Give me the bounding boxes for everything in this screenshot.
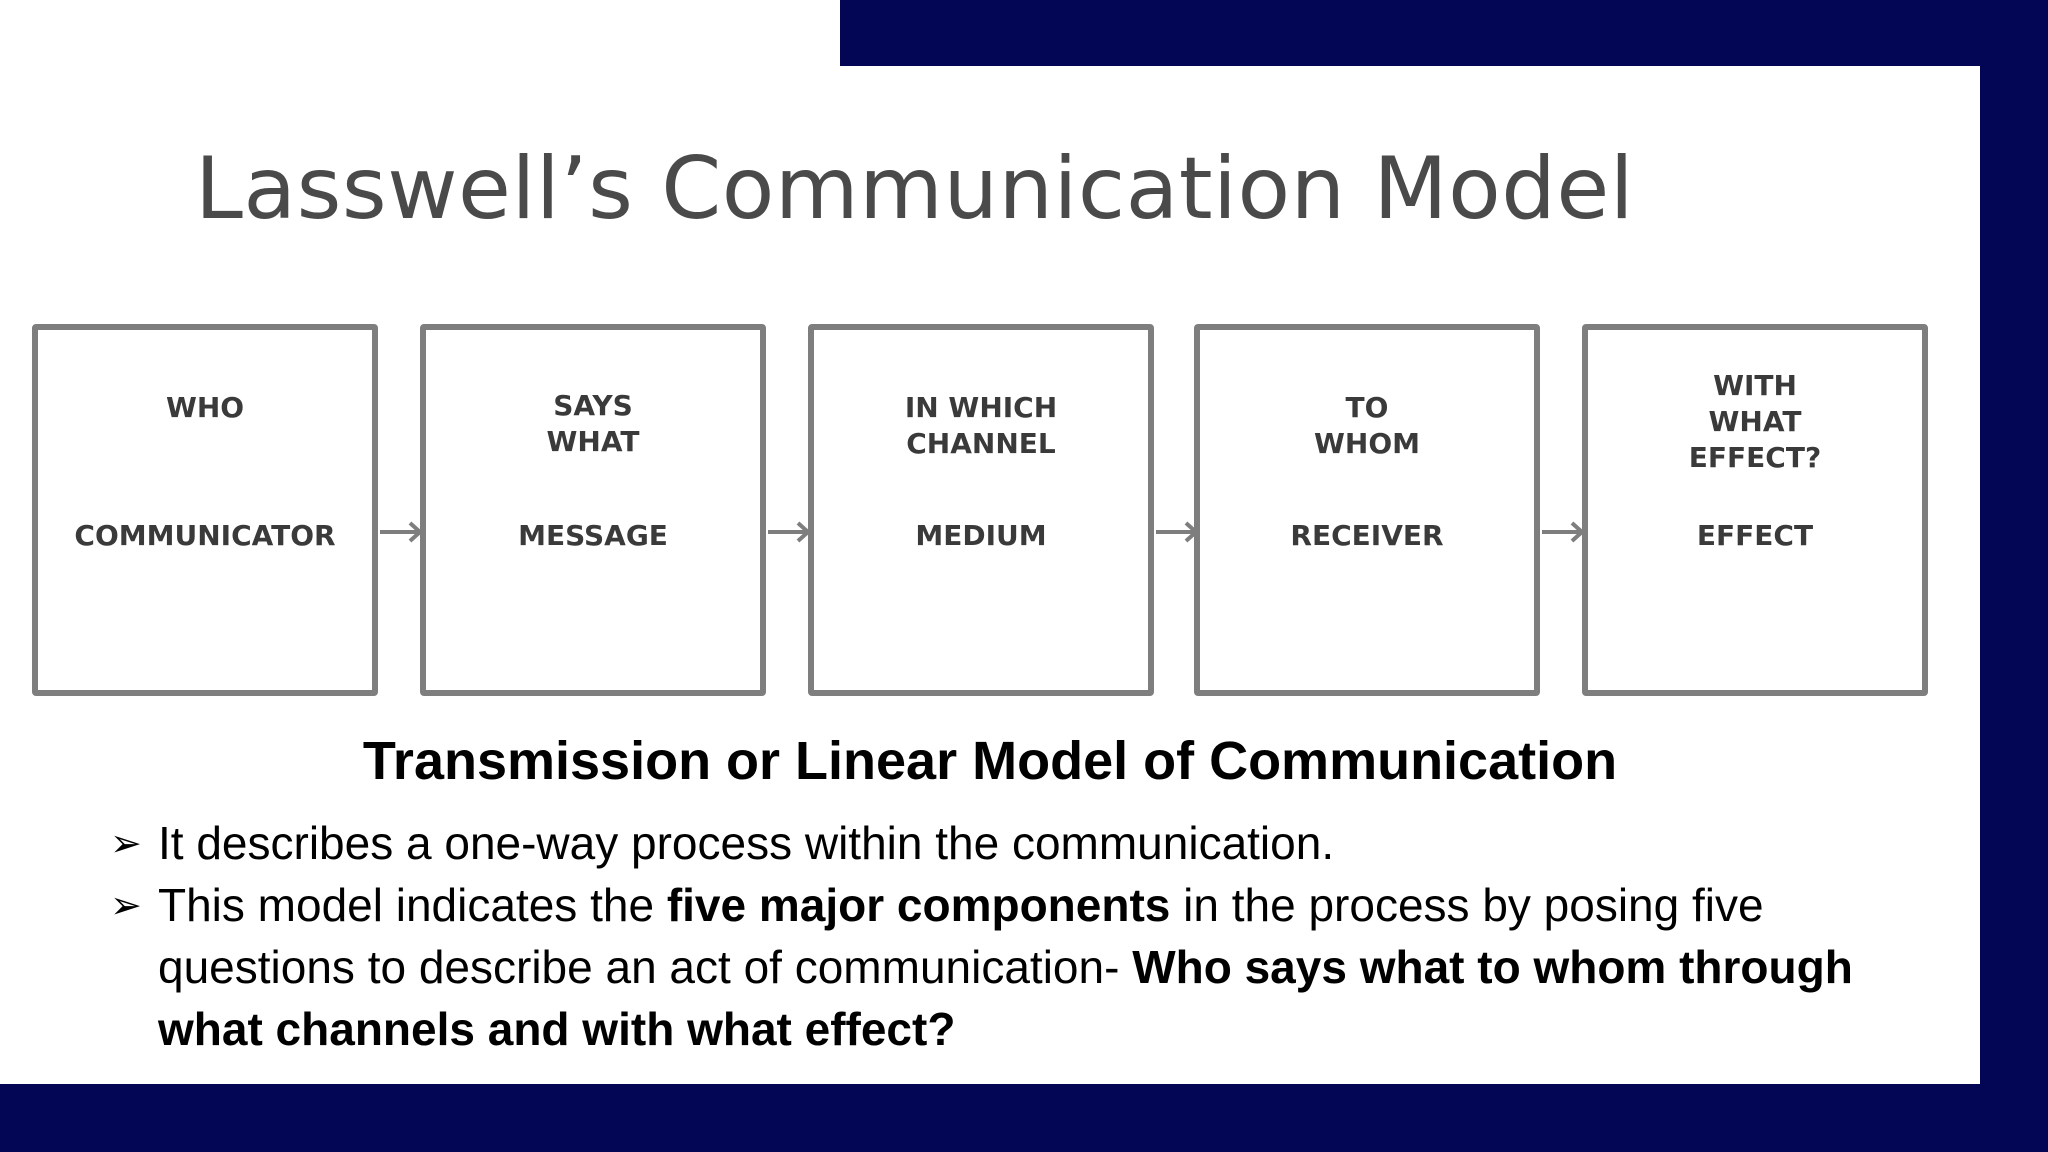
bullet-list: ➢ It describes a one-way process within … (110, 812, 1890, 1060)
box-receiver: TO WHOM RECEIVER (1194, 324, 1540, 696)
box-role: COMMUNICATOR (74, 519, 336, 552)
bullet-text: It describes a one-way process within th… (158, 817, 1335, 869)
box-role: MESSAGE (518, 519, 668, 552)
bullet-text: in the process by posing five questions … (158, 879, 1764, 993)
box-medium: IN WHICH CHANNEL MEDIUM (808, 324, 1154, 696)
arrow-bullet-icon: ➢ (110, 883, 142, 927)
box-role: EFFECT (1696, 519, 1814, 552)
box-message: SAYS WHAT MESSAGE (420, 324, 766, 696)
box-question: WHO (165, 391, 245, 424)
box-question: IN WHICH CHANNEL (904, 391, 1058, 460)
arrow-right-icon (380, 521, 423, 543)
box-communicator: WHO COMMUNICATOR (32, 324, 378, 696)
arrow-right-icon (768, 521, 811, 543)
box-role: MEDIUM (915, 519, 1047, 552)
arrow-bullet-icon: ➢ (110, 821, 142, 865)
bullet-bold-text: five major components (666, 879, 1171, 931)
bullet-text: This model indicates the (158, 879, 667, 931)
arrow-right-icon (1542, 521, 1585, 543)
right-frame-band (1980, 0, 2048, 1152)
box-effect: WITH WHAT EFFECT? EFFECT (1582, 324, 1928, 696)
bullet-item: ➢ This model indicates the five major co… (110, 874, 1890, 1060)
bottom-frame-band (0, 1084, 2048, 1152)
bullet-item: ➢ It describes a one-way process within … (110, 812, 1890, 874)
bullet-bold-text: Who says what to whom through what chann… (158, 941, 1853, 1055)
diagram-caption: Transmission or Linear Model of Communic… (362, 731, 1618, 791)
top-frame-band (840, 0, 2048, 66)
slide-title: Lasswell’s Communication Model (195, 139, 1635, 239)
box-role: RECEIVER (1290, 519, 1444, 552)
box-question: TO WHOM (1314, 391, 1420, 460)
box-question: WITH WHAT EFFECT? (1688, 369, 1822, 474)
box-question: SAYS WHAT (546, 389, 640, 458)
